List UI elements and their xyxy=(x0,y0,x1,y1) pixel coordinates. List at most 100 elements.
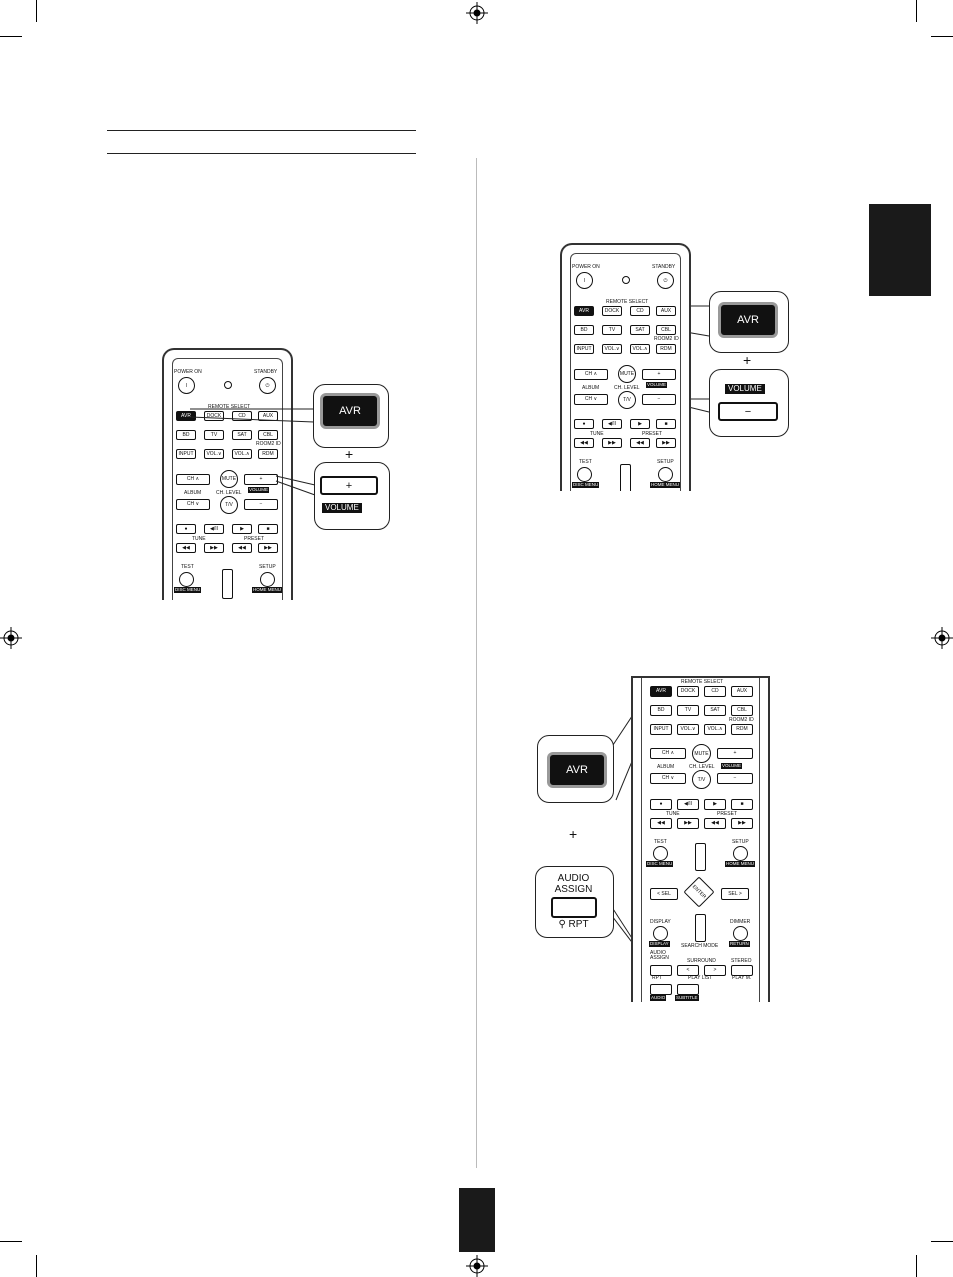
rewind-button[interactable]: ◀◀ xyxy=(574,438,594,448)
vol-up-button[interactable]: VOL.∧ xyxy=(704,724,726,735)
dock-button[interactable]: DOCK xyxy=(204,411,224,421)
scroll-pad[interactable] xyxy=(222,569,233,599)
cd-button[interactable]: CD xyxy=(704,686,726,697)
input-button[interactable]: INPUT xyxy=(176,449,196,459)
setup-button[interactable] xyxy=(260,572,275,587)
power-on-button[interactable]: I xyxy=(178,377,195,394)
input-button[interactable]: INPUT xyxy=(650,724,672,735)
record-button[interactable]: ● xyxy=(176,524,196,534)
ch-up-button[interactable]: CH ∧ xyxy=(574,369,608,380)
dimmer-button[interactable] xyxy=(733,926,748,941)
rewind-button[interactable]: ◀◀ xyxy=(650,818,672,829)
sat-button[interactable]: SAT xyxy=(704,705,726,716)
search-mode-button[interactable] xyxy=(695,914,706,942)
surround-left-button[interactable]: < xyxy=(677,965,699,976)
ch-down-button[interactable]: CH ∨ xyxy=(574,394,608,405)
test-button[interactable] xyxy=(653,846,668,861)
bd-button[interactable]: BD xyxy=(176,430,196,440)
standby-button[interactable]: ⏻ xyxy=(259,377,276,394)
tv-button[interactable]: TV xyxy=(204,430,224,440)
play-button[interactable]: ▶ xyxy=(630,419,650,429)
input-button[interactable]: INPUT xyxy=(574,344,594,354)
sat-button[interactable]: SAT xyxy=(232,430,252,440)
bd-button[interactable]: BD xyxy=(574,325,594,335)
tv-button[interactable]: TV xyxy=(602,325,622,335)
rdm-button[interactable]: RDM xyxy=(656,344,676,354)
rdm-button[interactable]: RDM xyxy=(731,724,753,735)
forward-button[interactable]: ▶▶ xyxy=(677,818,699,829)
standby-button[interactable]: ⏻ xyxy=(657,272,674,289)
cbl-button[interactable]: CBL xyxy=(731,705,753,716)
vol-down-button[interactable]: VOL.∨ xyxy=(677,724,699,735)
sel-right-button[interactable]: SEL > xyxy=(721,888,749,900)
ch-up-button[interactable]: CH ∧ xyxy=(650,748,686,759)
stop-button[interactable]: ■ xyxy=(656,419,676,429)
cd-button[interactable]: CD xyxy=(232,411,252,421)
test-button[interactable] xyxy=(577,467,592,482)
vol-up-button[interactable]: VOL.∧ xyxy=(630,344,650,354)
avr-button[interactable]: AVR xyxy=(176,411,196,421)
prev-button[interactable]: ◀◀ xyxy=(704,818,726,829)
pause-button[interactable]: ◀/II xyxy=(204,524,224,534)
vol-up-button[interactable]: VOL.∧ xyxy=(232,449,252,459)
volume-plus-button[interactable]: + xyxy=(244,474,278,485)
scroll-pad[interactable] xyxy=(695,843,706,871)
stop-button[interactable]: ■ xyxy=(731,799,753,810)
avr-button[interactable]: AVR xyxy=(650,686,672,697)
tv-button[interactable]: TV xyxy=(677,705,699,716)
volume-minus-button[interactable]: − xyxy=(717,773,753,784)
next-button[interactable]: ▶▶ xyxy=(258,543,278,553)
vol-down-button[interactable]: VOL.∨ xyxy=(204,449,224,459)
subtitle-button[interactable] xyxy=(677,984,699,995)
power-on-button[interactable]: I xyxy=(576,272,593,289)
cbl-button[interactable]: CBL xyxy=(258,430,278,440)
forward-button[interactable]: ▶▶ xyxy=(204,543,224,553)
stereo-button[interactable] xyxy=(731,965,753,976)
audio-assign-button[interactable] xyxy=(650,965,672,976)
vol-down-button[interactable]: VOL.∨ xyxy=(602,344,622,354)
setup-button[interactable] xyxy=(658,467,673,482)
avr-button[interactable]: AVR xyxy=(574,306,594,316)
aux-button[interactable]: AUX xyxy=(656,306,676,316)
tv-toggle-button[interactable]: T/V xyxy=(618,391,636,409)
rewind-button[interactable]: ◀◀ xyxy=(176,543,196,553)
cbl-button[interactable]: CBL xyxy=(656,325,676,335)
pause-button[interactable]: ◀/II xyxy=(602,419,622,429)
surround-right-button[interactable]: > xyxy=(704,965,726,976)
prev-button[interactable]: ◀◀ xyxy=(232,543,252,553)
cd-button[interactable]: CD xyxy=(630,306,650,316)
pause-button[interactable]: ◀/II xyxy=(677,799,699,810)
volume-minus-button[interactable]: − xyxy=(642,394,676,405)
stop-button[interactable]: ■ xyxy=(258,524,278,534)
mute-button[interactable]: MUTE xyxy=(220,470,238,488)
setup-button[interactable] xyxy=(733,846,748,861)
ch-down-button[interactable]: CH ∨ xyxy=(176,499,210,510)
next-button[interactable]: ▶▶ xyxy=(731,818,753,829)
play-button[interactable]: ▶ xyxy=(704,799,726,810)
forward-button[interactable]: ▶▶ xyxy=(602,438,622,448)
next-button[interactable]: ▶▶ xyxy=(656,438,676,448)
tv-toggle-button[interactable]: T/V xyxy=(220,496,238,514)
scroll-pad[interactable] xyxy=(620,464,631,491)
tv-toggle-button[interactable]: T/V xyxy=(692,770,711,789)
play-button[interactable]: ▶ xyxy=(232,524,252,534)
bd-button[interactable]: BD xyxy=(650,705,672,716)
mute-button[interactable]: MUTE xyxy=(618,365,636,383)
mute-button[interactable]: MUTE xyxy=(692,744,711,763)
rdm-button[interactable]: RDM xyxy=(258,449,278,459)
dock-button[interactable]: DOCK xyxy=(602,306,622,316)
volume-minus-button[interactable]: − xyxy=(244,499,278,510)
ch-down-button[interactable]: CH ∨ xyxy=(650,773,686,784)
record-button[interactable]: ● xyxy=(650,799,672,810)
display-button[interactable] xyxy=(653,926,668,941)
sel-left-button[interactable]: < SEL xyxy=(650,888,678,900)
record-button[interactable]: ● xyxy=(574,419,594,429)
audio-button[interactable] xyxy=(650,984,672,995)
volume-plus-button[interactable]: + xyxy=(642,369,676,380)
dock-button[interactable]: DOCK xyxy=(677,686,699,697)
aux-button[interactable]: AUX xyxy=(731,686,753,697)
prev-button[interactable]: ◀◀ xyxy=(630,438,650,448)
sat-button[interactable]: SAT xyxy=(630,325,650,335)
test-button[interactable] xyxy=(179,572,194,587)
ch-up-button[interactable]: CH ∧ xyxy=(176,474,210,485)
